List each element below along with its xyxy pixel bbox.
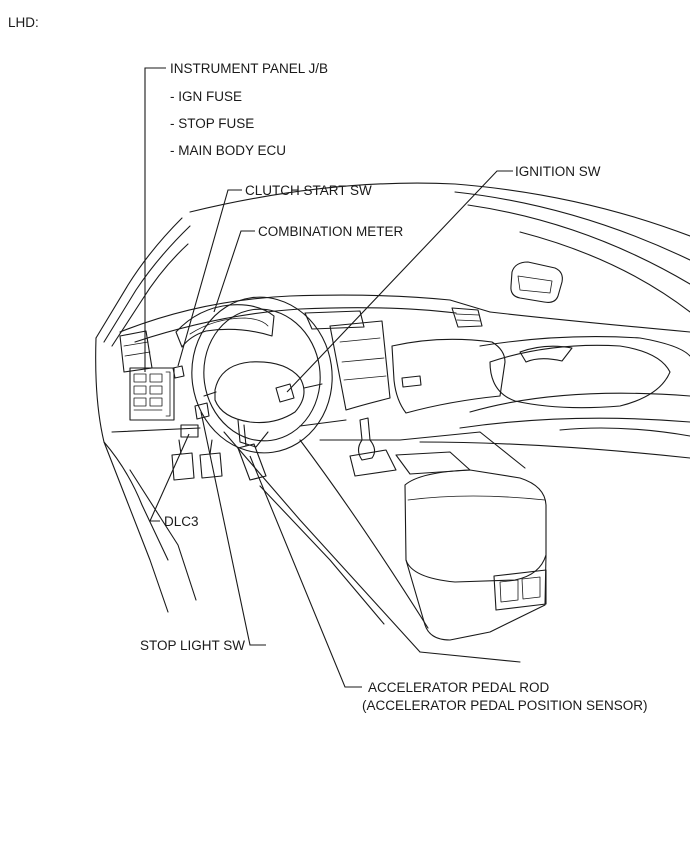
- label-stop-light-sw: STOP LIGHT SW: [140, 638, 245, 653]
- console-front-edge: [319, 431, 526, 469]
- lhd-label: LHD:: [8, 15, 39, 30]
- main-body-ecu-edge: [165, 371, 171, 417]
- vehicle-interior-illustration: [95, 182, 690, 663]
- leader-line-dlc3: [149, 433, 190, 522]
- left-window-frame: [95, 217, 191, 613]
- steering-wheel-rim-inner: [203, 308, 321, 442]
- junction-block-fuses: [133, 373, 163, 411]
- left-window-edge: [111, 243, 189, 347]
- armrest-seam: [407, 495, 546, 501]
- roof-line-2: [454, 191, 690, 261]
- right-door: [419, 311, 690, 459]
- label-instrument-panel-jb: INSTRUMENT PANEL J/B: [170, 61, 328, 76]
- clutch-pedal: [171, 439, 195, 481]
- leader-line-stop-light-sw: [200, 411, 266, 646]
- label-main-body-ecu: - MAIN BODY ECU: [170, 143, 286, 158]
- floor-line-1: [223, 431, 421, 653]
- roof-line-1: [189, 182, 690, 237]
- door-inner-panel: [489, 344, 671, 409]
- label-ignition-sw: IGNITION SW: [515, 164, 601, 179]
- label-accelerator-pedal-position-sensor: (ACCELERATOR PEDAL POSITION SENSOR): [362, 698, 648, 713]
- center-stack-controls: [339, 337, 387, 381]
- dashboard: [111, 294, 506, 433]
- door-belt-line: [489, 311, 690, 333]
- center-stack: [329, 320, 391, 411]
- left-dash-vent: [119, 330, 153, 373]
- floor-line-5: [129, 469, 197, 601]
- steering-wheel-rim-outer: [191, 296, 333, 454]
- left-dash-vent-louvers: [123, 341, 151, 357]
- instrument-panel-junction-block: [129, 367, 175, 421]
- leader-lines: [144, 67, 513, 688]
- ignition-switch-body: [275, 383, 295, 403]
- shift-lever: [357, 417, 376, 461]
- right-pillar-inner: [519, 231, 690, 313]
- leader-line-accelerator-pedal-rod: [249, 455, 362, 688]
- brake-pedal: [199, 439, 223, 479]
- defroster-slot: [304, 310, 365, 330]
- label-stop-fuse: - STOP FUSE: [170, 116, 254, 131]
- floor-line-4: [419, 651, 521, 663]
- steering-wheel-hub: [214, 361, 305, 424]
- left-pillar-inner: [103, 225, 191, 343]
- label-clutch-start-sw: CLUTCH START SW: [245, 183, 372, 198]
- steering-wheel-spokes: [203, 383, 323, 397]
- left-kick-panel: [103, 441, 169, 561]
- leader-line-clutch-start-sw: [177, 189, 242, 367]
- leader-line-instrument-panel-jb: [144, 67, 166, 372]
- clutch-start-switch: [172, 365, 185, 379]
- center-console: [319, 417, 547, 641]
- door-upper-panel: [479, 336, 690, 357]
- glovebox-panel: [391, 338, 506, 414]
- mirror-housing: [510, 261, 563, 303]
- door-lower-edge: [419, 441, 690, 459]
- leader-line-ignition-sw: [286, 170, 513, 393]
- meter-face: [189, 317, 269, 335]
- door-handle: [519, 345, 573, 363]
- junction-block-housing: [129, 367, 175, 421]
- rear-view-mirror: [510, 261, 563, 303]
- dash-second-edge: [134, 307, 457, 343]
- floor-line-3: [259, 485, 385, 625]
- rear-vent-grilles: [499, 576, 541, 603]
- steering-wheel: [191, 296, 333, 454]
- door-armrest-bottom: [459, 417, 690, 429]
- rear-vent-housing: [493, 569, 547, 611]
- label-combination-meter: COMBINATION METER: [258, 224, 404, 239]
- roof-and-windshield: [189, 182, 690, 313]
- left-pillar-outer: [95, 217, 183, 339]
- steering-column: [237, 419, 269, 448]
- dash-lower-edge: [111, 419, 347, 433]
- leader-line-combination-meter: [213, 230, 255, 313]
- roof-line-3: [467, 204, 690, 285]
- door-armrest-top: [469, 392, 690, 413]
- dlc3-connector: [180, 424, 199, 438]
- right-dash-vent: [451, 307, 483, 328]
- console-armrest: [404, 469, 547, 583]
- label-ign-fuse: - IGN FUSE: [170, 89, 242, 104]
- shift-base: [349, 449, 397, 477]
- left-door-edge: [95, 337, 169, 613]
- stop-light-switch: [194, 402, 210, 420]
- floor-lines: [129, 431, 521, 663]
- pedals: [171, 424, 267, 481]
- accelerator-pedal-rod: [243, 424, 247, 447]
- component-labels: INSTRUMENT PANEL J/B - IGN FUSE - STOP F…: [140, 61, 648, 713]
- console-rear: [405, 554, 547, 641]
- label-accelerator-pedal-rod: ACCELERATOR PEDAL ROD: [368, 680, 550, 695]
- door-pocket: [559, 427, 690, 437]
- glovebox-handle: [401, 375, 422, 388]
- floor-line-2: [299, 439, 429, 629]
- accelerator-pedal: [237, 443, 267, 481]
- dash-top-edge: [119, 294, 491, 333]
- label-dlc3: DLC3: [164, 514, 199, 529]
- right-dash-vent-louvers: [455, 313, 481, 322]
- mirror-glass: [517, 275, 553, 294]
